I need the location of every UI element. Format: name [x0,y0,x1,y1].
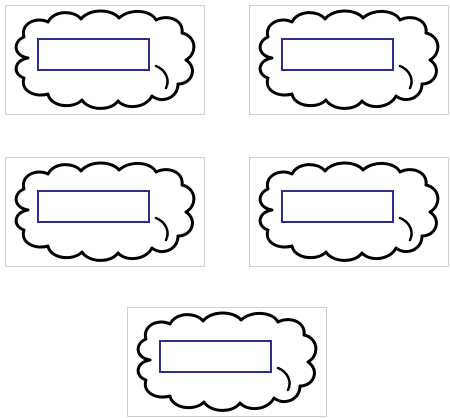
cloud-card-4 [249,157,449,267]
cloud-card-1 [5,5,205,115]
text-box[interactable] [37,38,150,71]
text-box[interactable] [281,190,394,223]
cloud-card-2 [249,5,449,115]
cloud-card-3 [5,157,205,267]
text-box[interactable] [37,190,150,223]
text-box[interactable] [281,38,394,71]
text-box[interactable] [159,340,272,373]
cloud-card-5 [127,307,327,417]
